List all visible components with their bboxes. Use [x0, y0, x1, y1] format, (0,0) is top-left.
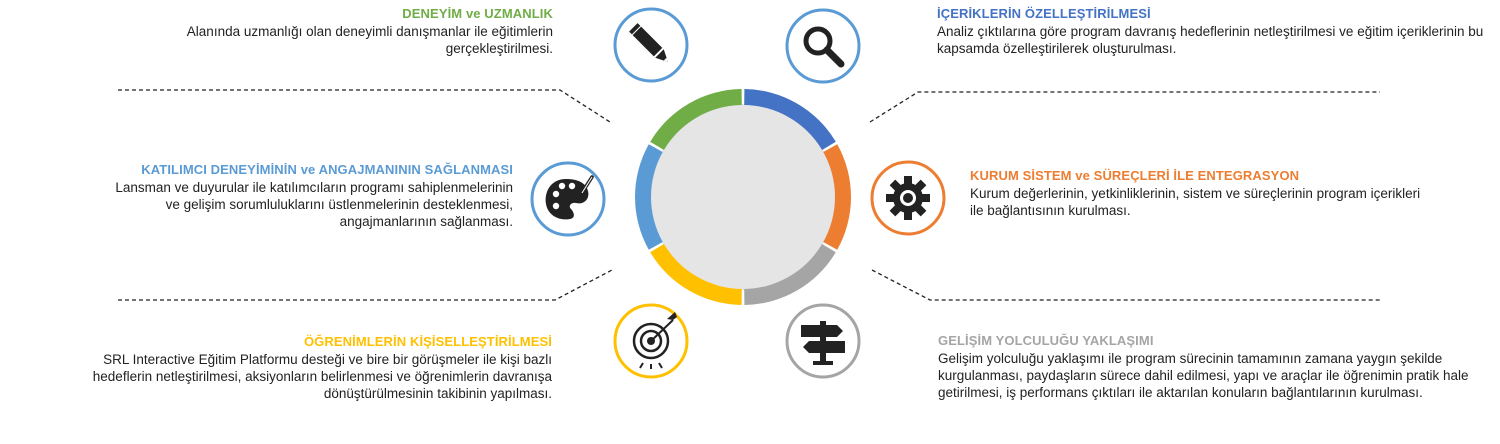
connector-line-left-top [118, 89, 611, 123]
icon-badge-integration [870, 160, 946, 236]
ring-segment-green [650, 89, 742, 150]
item-text-integration: Kurum değerlerinin, yetkinliklerinin, si… [970, 186, 1421, 218]
icon-badge-personalization [613, 303, 689, 379]
icon-badge-journey [785, 303, 861, 379]
magnifier-icon [803, 26, 845, 68]
item-title-journey: GELİŞİM YOLCULUĞU YAKLAŞIMI [938, 333, 1154, 348]
ring-segment-yellow [650, 244, 742, 305]
connector-line-left-bottom [118, 269, 613, 301]
item-text-experience: Alanında uzmanlığı olan deneyimli danışm… [186, 24, 553, 56]
item-text-personalization: SRL Interactive Eğitim Platformu desteği… [92, 352, 552, 401]
icon-badge-participant [530, 161, 606, 237]
item-customization: İÇERİKLERİN ÖZELLEŞTİRİLMESİ Analiz çıkt… [937, 6, 1497, 57]
item-integration: KURUM SİSTEM ve SÜREÇLERİ İLE ENTEGRASYO… [970, 168, 1430, 219]
ring-segment-orange [823, 144, 851, 250]
item-journey: GELİŞİM YOLCULUĞU YAKLAŞIMI Gelişim yolc… [938, 333, 1493, 401]
connector-line-right-bottom [871, 269, 1380, 301]
item-title-customization: İÇERİKLERİN ÖZELLEŞTİRİLMESİ [937, 6, 1151, 21]
connector-line-right-top [869, 91, 1380, 123]
item-title-experience: DENEYİM ve UZMANLIK [402, 6, 553, 21]
ring-segment-blue [744, 89, 836, 150]
item-experience: DENEYİM ve UZMANLIK Alanında uzmanlığı o… [80, 6, 553, 57]
ring-segment-light-blue [635, 144, 663, 250]
palette-icon [545, 175, 594, 220]
ring-segments [635, 89, 851, 305]
ring-segment-gray [744, 244, 836, 305]
icon-badge-customization [785, 8, 861, 84]
item-personalization: ÖĞRENİMLERİN KİŞİSELLEŞTİRİLMESİ SRL Int… [70, 334, 552, 402]
item-title-participant: KATILIMCI DENEYİMİNİN ve ANGAJMANININ SA… [141, 162, 513, 177]
item-text-participant: Lansman ve duyurular ile katılımcıların … [115, 180, 513, 229]
gear-tooth [904, 210, 912, 220]
item-text-customization: Analiz çıktılarına göre program davranış… [937, 24, 1484, 56]
icon-badge-experience [613, 7, 689, 83]
gear-icon [886, 176, 930, 220]
item-title-personalization: ÖĞRENİMLERİN KİŞİSELLEŞTİRİLMESİ [303, 334, 552, 349]
target-icon [632, 312, 677, 369]
gear-tooth [904, 176, 912, 186]
item-text-journey: Gelişim yolculuğu yaklaşımı ile program … [938, 351, 1469, 400]
signpost-icon [801, 321, 845, 365]
item-title-integration: KURUM SİSTEM ve SÜREÇLERİ İLE ENTEGRASYO… [970, 168, 1300, 183]
item-participant: KATILIMCI DENEYİMİNİN ve ANGAJMANININ SA… [60, 162, 513, 230]
